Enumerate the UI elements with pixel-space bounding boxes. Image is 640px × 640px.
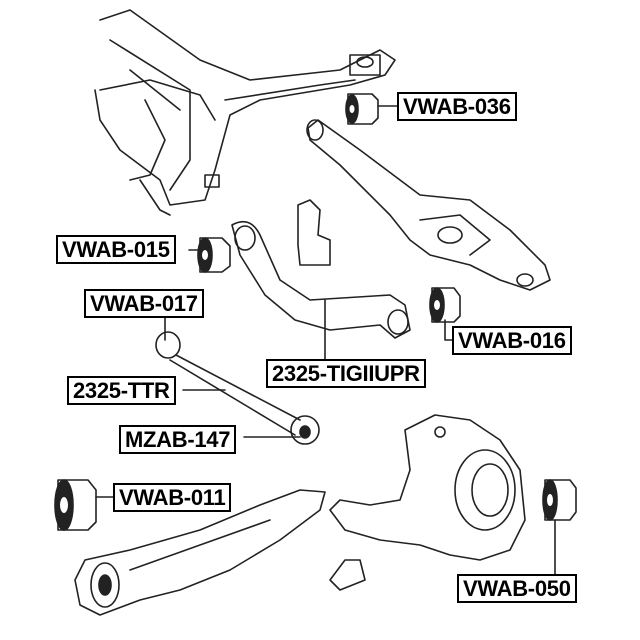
part-label-mzab-147: MZAB-147 (119, 425, 237, 454)
part-label-2325-tigiiupr: 2325-TIGIIUPR (266, 359, 426, 388)
bushing-vwab-011 (54, 479, 97, 531)
part-label-vwab-015: VWAB-015 (56, 235, 176, 264)
bushing-vwab-050 (542, 479, 577, 521)
trailing-arm (74, 489, 326, 616)
bushing-vwab-015 (197, 237, 231, 273)
part-label-vwab-016: VWAB-016 (452, 326, 572, 355)
part-label-vwab-036: VWAB-036 (397, 92, 517, 121)
trailing-link-arm (155, 331, 320, 445)
part-label-vwab-011: VWAB-011 (113, 483, 232, 512)
upper-control-arm (231, 199, 411, 339)
wheel-carrier-knuckle (329, 414, 526, 591)
bushing-vwab-016 (429, 287, 461, 323)
part-label-vwab-017: VWAB-017 (84, 289, 204, 318)
lower-control-arm (306, 119, 551, 291)
subframe-drawing (94, 9, 396, 216)
bushing-vwab-036 (345, 93, 379, 125)
part-label-2325-ttr: 2325-TTR (67, 376, 176, 405)
part-label-vwab-050: VWAB-050 (457, 574, 577, 603)
